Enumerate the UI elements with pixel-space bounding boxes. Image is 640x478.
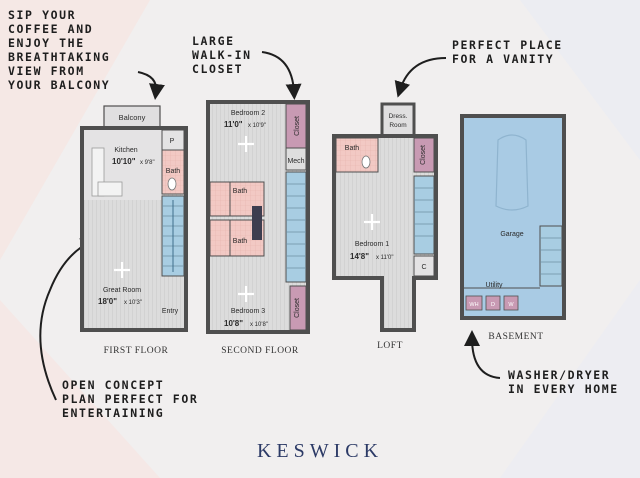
label-balcony: Balcony bbox=[119, 113, 146, 122]
label-great-room: Great Room bbox=[103, 287, 141, 294]
caption-loft: LOFT bbox=[377, 341, 403, 351]
arrow-vanity bbox=[394, 57, 447, 98]
bedroom-2-size-b: x 10'9" bbox=[248, 123, 266, 129]
arrow-balcony bbox=[137, 71, 165, 100]
bedroom-3-size-a: 10'8" bbox=[224, 319, 243, 328]
second-floor-plan bbox=[206, 100, 310, 334]
label-utility: Utility bbox=[485, 282, 503, 289]
loft-c-closet bbox=[413, 255, 435, 277]
loft-outline bbox=[332, 134, 438, 332]
label-loft-closet: Closet bbox=[420, 145, 427, 165]
label-dryer: D bbox=[491, 302, 495, 308]
first-bath bbox=[161, 149, 185, 195]
caption-second-floor: SECOND FLOOR bbox=[221, 346, 299, 356]
label-dress: Dress. bbox=[389, 113, 408, 120]
loft-stairs bbox=[413, 175, 435, 255]
callout-closet: LARGE WALK-IN CLOSET bbox=[192, 34, 252, 76]
label-entry: Entry bbox=[162, 308, 179, 315]
label-wh: WH bbox=[469, 302, 478, 308]
washer bbox=[503, 295, 519, 311]
bedroom-2-size-a: 11'0" bbox=[224, 120, 243, 129]
label-closet-bottom: Closet bbox=[294, 298, 301, 318]
arrow-washer bbox=[464, 330, 501, 379]
callout-open-concept: OPEN CONCEPT PLAN PERFECT FOR ENTERTAINI… bbox=[62, 378, 199, 420]
label-bedroom-3: Bedroom 3 bbox=[231, 308, 265, 315]
second-stairs bbox=[285, 171, 307, 283]
label-pantry: P bbox=[170, 138, 175, 145]
bedroom-1-size-a: 14'8" bbox=[350, 252, 369, 261]
first-floor-plan bbox=[80, 105, 188, 332]
label-bedroom-1: Bedroom 1 bbox=[355, 241, 389, 248]
dryer bbox=[485, 295, 501, 311]
kitchen-island bbox=[97, 181, 123, 197]
brand-wordmark: KESWICK bbox=[256, 440, 384, 462]
label-mech: Mech bbox=[287, 158, 304, 165]
arrow-closet bbox=[261, 51, 302, 100]
label-washer: W bbox=[508, 302, 514, 308]
closet-bottom bbox=[289, 285, 307, 331]
car-outline bbox=[495, 134, 529, 211]
dressing-room bbox=[380, 102, 416, 138]
basement-plan bbox=[460, 114, 566, 320]
label-kitchen: Kitchen bbox=[114, 147, 137, 154]
linen-closet bbox=[252, 206, 262, 240]
loft-closet bbox=[413, 137, 435, 173]
loft-bath bbox=[335, 137, 379, 173]
kitchen-size-b: x 9'8" bbox=[140, 160, 155, 166]
arrow-open-concept bbox=[39, 238, 98, 401]
kitchen-size-a: 10'10" bbox=[112, 157, 136, 166]
label-garage: Garage bbox=[500, 231, 523, 238]
label-closet-top: Closet bbox=[294, 116, 301, 136]
great-room-size-b: x 10'3" bbox=[124, 300, 142, 306]
basement-stairs bbox=[539, 225, 563, 287]
tub-a bbox=[209, 181, 231, 217]
label-bedroom-2: Bedroom 2 bbox=[231, 110, 265, 117]
label-loft-c: C bbox=[421, 264, 426, 271]
great-room-size-a: 18'0" bbox=[98, 297, 117, 306]
caption-basement: BASEMENT bbox=[488, 332, 544, 342]
callout-vanity: PERFECT PLACE FOR A VANITY bbox=[452, 38, 563, 66]
label-second-bath-b: Bath bbox=[233, 238, 248, 245]
tub-b bbox=[209, 219, 231, 257]
callout-balcony: SIP YOUR COFFEE AND ENJOY THE BREATHTAKI… bbox=[8, 8, 111, 92]
mech-room bbox=[285, 147, 307, 171]
water-heater bbox=[465, 295, 483, 311]
bedroom-1-size-b: x 11'0" bbox=[376, 255, 394, 261]
label-dress-room: Room bbox=[389, 122, 406, 129]
loft-plan bbox=[332, 102, 438, 332]
label-second-bath-a: Bath bbox=[233, 188, 248, 195]
bedroom-3-size-b: x 10'8" bbox=[250, 322, 268, 328]
label-first-bath: Bath bbox=[166, 168, 181, 175]
label-loft-bath: Bath bbox=[345, 145, 360, 152]
arrows bbox=[39, 51, 501, 401]
caption-first-floor: FIRST FLOOR bbox=[103, 346, 169, 356]
callout-washer: WASHER/DRYER IN EVERY HOME bbox=[508, 368, 619, 396]
